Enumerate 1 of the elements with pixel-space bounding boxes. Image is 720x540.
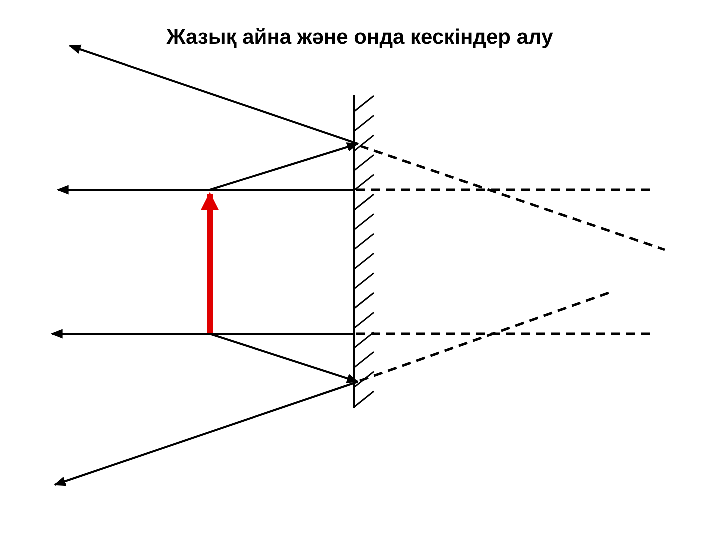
title: Жазық айна және онда кескіндер алу bbox=[166, 26, 554, 50]
